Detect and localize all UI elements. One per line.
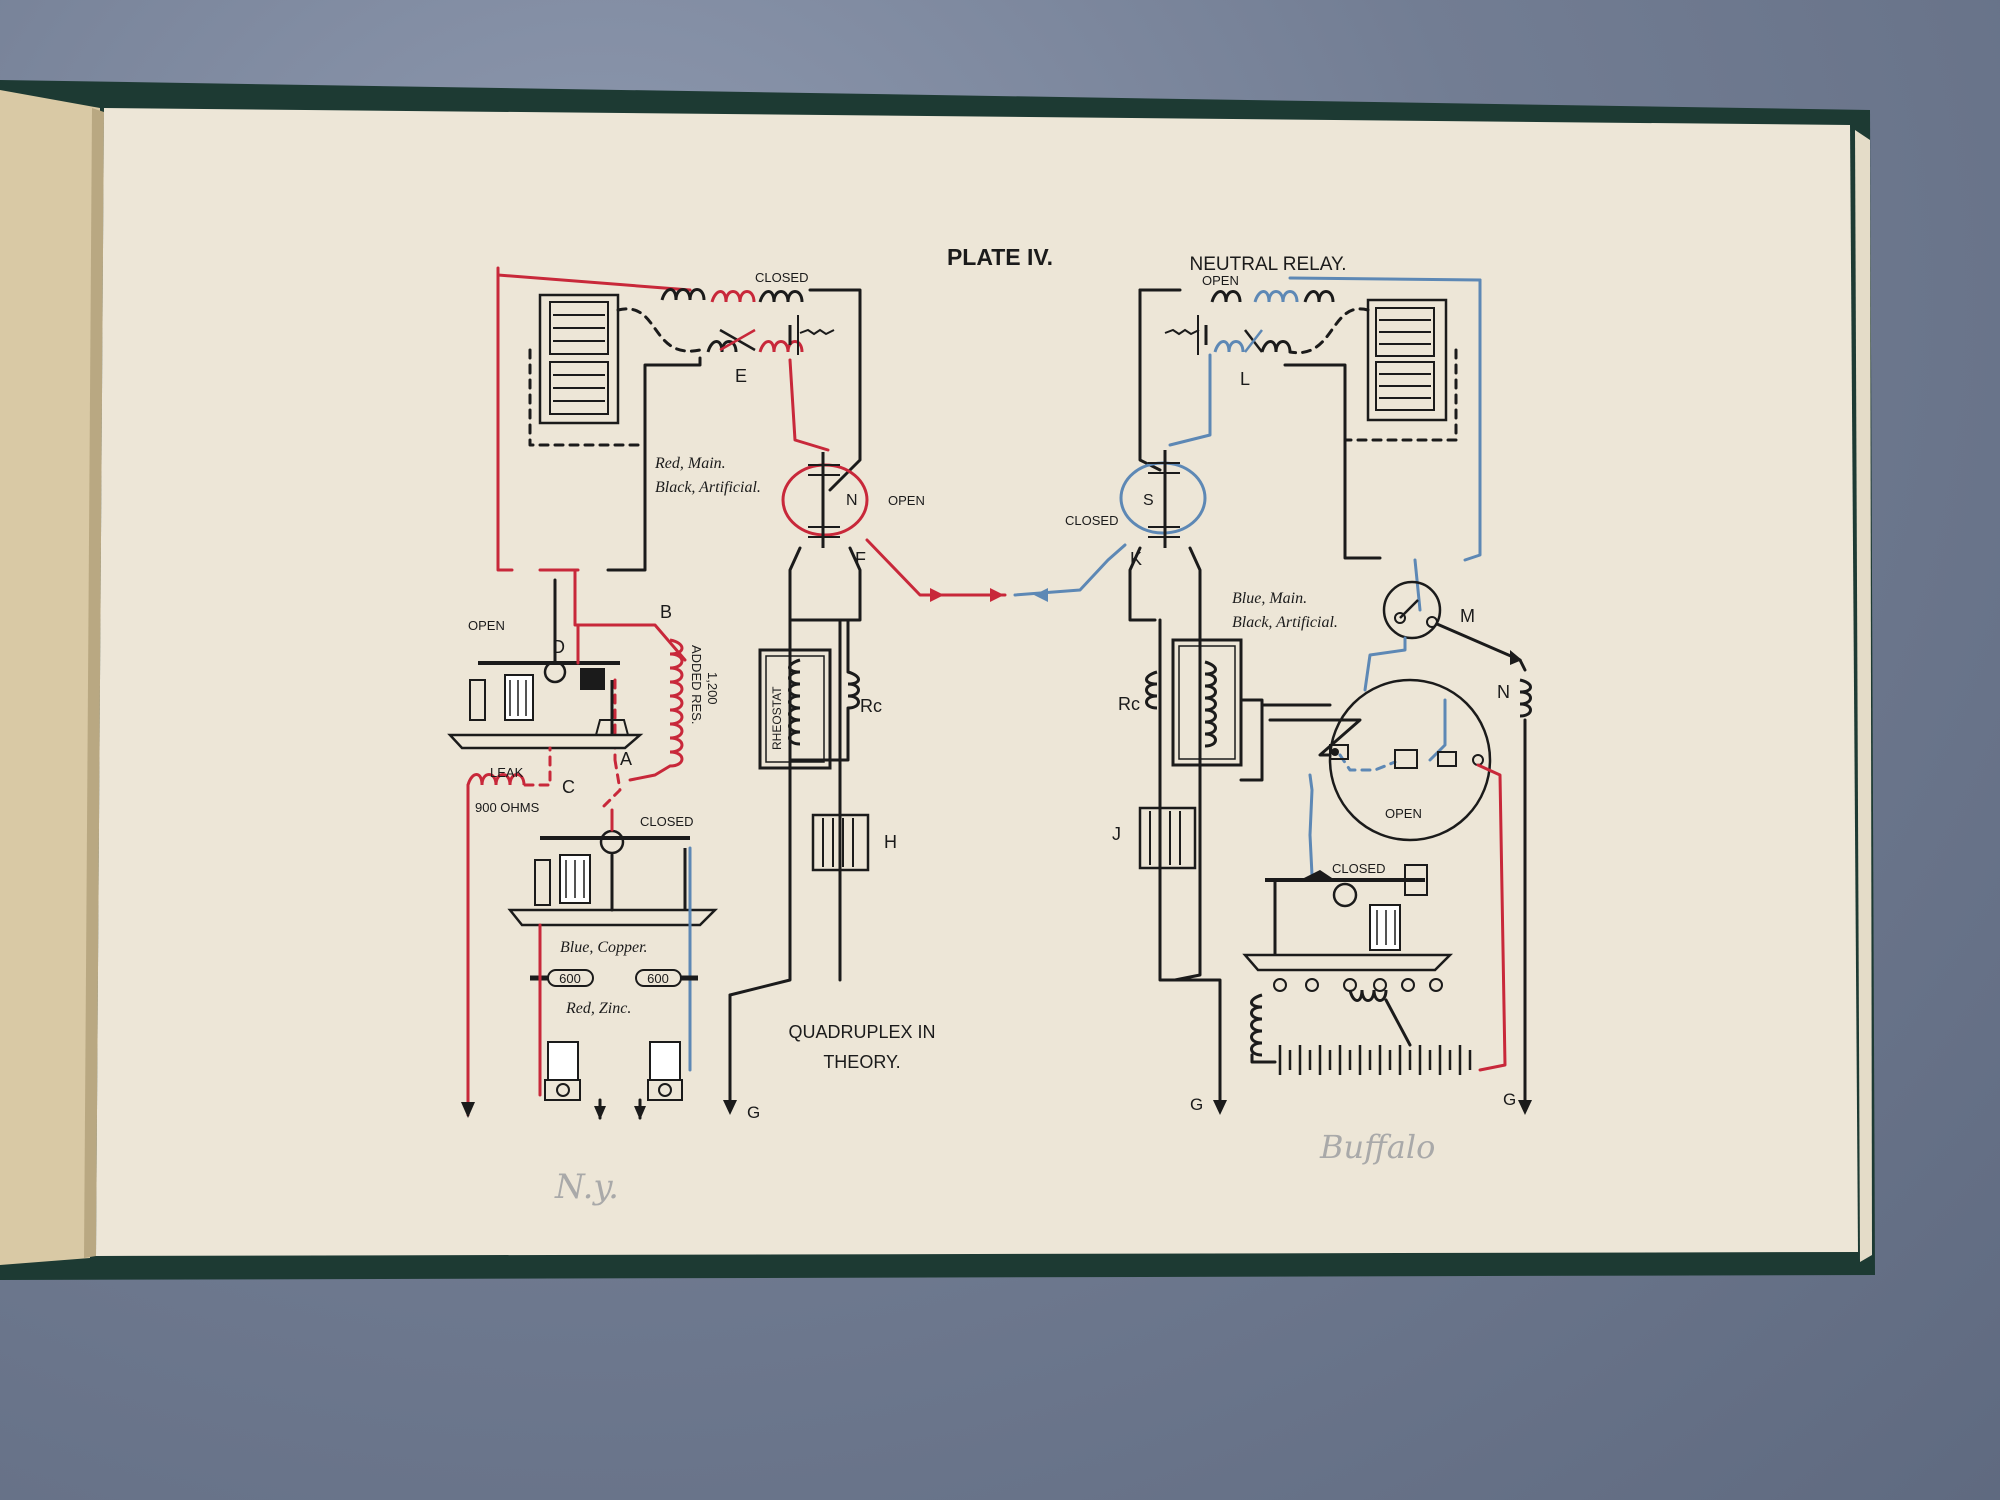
transmitter-key-closed xyxy=(507,829,719,927)
added-res-value: 1,200 xyxy=(705,672,720,705)
right-station xyxy=(1013,276,1532,1115)
label-rc-right: Rc xyxy=(1118,694,1140,714)
battery-bank-right xyxy=(1278,1045,1472,1075)
page-gutter xyxy=(84,108,104,1258)
label-g-right-1: G xyxy=(1190,1095,1203,1114)
left-key-open: OPEN xyxy=(468,618,505,633)
zinc-label: Red, Zinc. xyxy=(565,1000,631,1017)
label-g-left: G xyxy=(747,1103,760,1122)
right-key-closed-label: CLOSED xyxy=(1332,861,1385,876)
caption-2: THEORY. xyxy=(823,1052,900,1072)
label-a: A xyxy=(620,749,632,769)
right-relay-closed: CLOSED xyxy=(1065,513,1118,528)
left-key-closed: CLOSED xyxy=(640,814,693,829)
label-b: B xyxy=(660,602,672,622)
leak-ohms: 900 OHMS xyxy=(475,800,540,815)
label-e: E xyxy=(735,366,747,386)
battery-h xyxy=(811,813,870,872)
label-j: J xyxy=(1112,824,1121,844)
res-600-b: 600 xyxy=(647,971,669,986)
label-d: D xyxy=(552,637,565,657)
res-600-a: 600 xyxy=(559,971,581,986)
label-c: C xyxy=(562,777,575,797)
plate-page xyxy=(96,108,1858,1256)
polar-relay-n xyxy=(781,452,869,548)
label-k: K xyxy=(1130,549,1142,569)
label-m: M xyxy=(1460,606,1475,626)
handwriting-right: Buffalo xyxy=(1319,1128,1435,1166)
left-relay-open: OPEN xyxy=(888,493,925,508)
condenser-left xyxy=(538,293,620,425)
label-rc-left: Rc xyxy=(860,696,882,716)
label-l: L xyxy=(1240,369,1250,389)
battery-cells-left xyxy=(544,1041,683,1101)
caption-1: QUADRUPLEX IN xyxy=(788,1022,935,1042)
handwriting-left: N.y. xyxy=(554,1167,619,1207)
right-open-top: OPEN xyxy=(1202,273,1239,288)
left-station xyxy=(447,266,1007,1120)
switch-m xyxy=(1382,580,1442,640)
right-switch-open: OPEN xyxy=(1385,806,1422,821)
label-n-left: N xyxy=(846,492,858,509)
right-key-closed xyxy=(1242,864,1454,992)
left-legend-1: Red, Main. xyxy=(654,455,726,472)
plate-subtitle: NEUTRAL RELAY. xyxy=(1190,254,1347,275)
polar-relay-s xyxy=(1119,450,1207,548)
copper-label: Blue, Copper. xyxy=(560,939,648,956)
label-h: H xyxy=(884,832,897,852)
right-legend-1: Blue, Main. xyxy=(1232,590,1307,607)
added-res: ADDED RES. xyxy=(689,645,704,724)
left-closed-top: CLOSED xyxy=(755,270,808,285)
pole-changer-key xyxy=(447,660,644,750)
label-n-right: N xyxy=(1497,682,1510,702)
leak-label: LEAK xyxy=(490,765,524,780)
left-legend-2: Black, Artificial. xyxy=(655,479,761,496)
left-page xyxy=(0,90,100,1265)
plate-title: PLATE IV. xyxy=(947,244,1053,270)
right-legend-2: Black, Artificial. xyxy=(1232,614,1338,631)
rheostat-label: RHEOSTAT xyxy=(770,686,784,750)
label-f: F xyxy=(855,549,866,569)
condenser-right xyxy=(1366,298,1448,422)
label-s: S xyxy=(1143,492,1154,509)
battery-j xyxy=(1138,806,1197,870)
label-g-right-2: G xyxy=(1503,1090,1516,1109)
page-edges xyxy=(1855,130,1872,1262)
